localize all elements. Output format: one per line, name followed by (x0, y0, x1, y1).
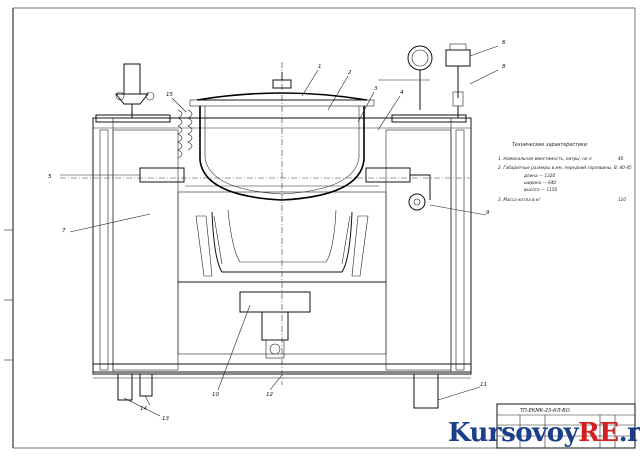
callout-number: 15 (166, 92, 173, 98)
spec-line: 2. Габаритные размеры в мм, передний гор… (498, 165, 632, 170)
callout-number: 14 (140, 406, 147, 412)
callout-number: 12 (266, 392, 273, 398)
callout-number: 3 (374, 86, 378, 92)
callout-number: 11 (480, 382, 487, 388)
watermark-part: Kursovoy (448, 418, 579, 448)
pressure-gauge (378, 45, 433, 110)
water-valve (445, 43, 471, 118)
callout-number: 7 (62, 228, 66, 234)
callout-number: 5 (48, 174, 52, 180)
spec-list: 1. Номинальная вместимость, литры, не л … (498, 156, 632, 202)
spec-line: 1. Номинальная вместимость, литры, не л (498, 156, 592, 161)
watermark: KursovoyRE.ru (448, 418, 640, 450)
leader-lines (69, 45, 499, 417)
insulation (177, 109, 193, 159)
spec-value: 40 (618, 156, 624, 161)
callout-number: 10 (212, 392, 219, 398)
tech-title: Технические характеристики (512, 142, 587, 148)
watermark-domain: .ru (618, 418, 640, 448)
callout-number: 6 (502, 40, 506, 46)
burner-assembly (239, 291, 311, 359)
support-feet (117, 373, 439, 409)
callout-number: 8 (502, 64, 506, 70)
callout-number: 9 (486, 210, 490, 216)
spec-line: 3. Масса котла в кг (498, 197, 541, 202)
callout-number: 13 (162, 416, 169, 422)
title-block (496, 403, 636, 449)
safety-valve (114, 63, 155, 118)
side-pipe (60, 167, 431, 211)
callout-number: 1 (318, 64, 322, 70)
watermark-accent: RE (578, 418, 619, 448)
callout-number: 2 (348, 70, 352, 76)
sheet-frame (12, 7, 636, 449)
stamp-code: ТП-ЕКМК-23-КЛ-ВО (520, 408, 570, 414)
spec-value: 110 (618, 197, 626, 202)
spec-line: высота — 1150 (524, 187, 557, 192)
callout-number: 4 (400, 90, 404, 96)
spec-line: длина — 1320 (523, 173, 555, 178)
spec-line: ширина — 640 (524, 180, 556, 185)
